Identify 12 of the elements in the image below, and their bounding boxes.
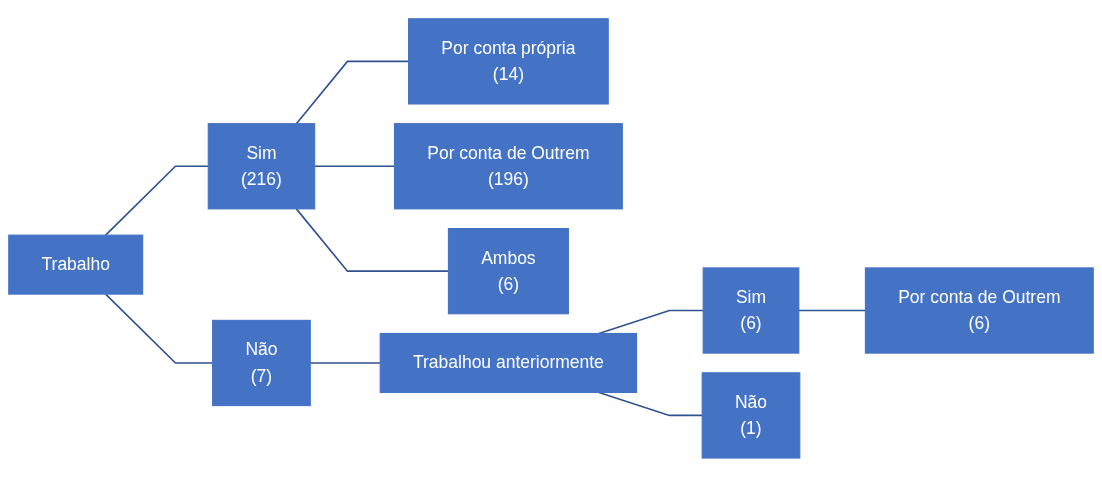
node-box: Trabalhou anteriormente bbox=[379, 333, 638, 394]
connector bbox=[598, 309, 704, 335]
node-box: Por conta própria (14) bbox=[408, 18, 609, 105]
node-box: Trabalho bbox=[8, 234, 144, 295]
node-box: Sim (6) bbox=[702, 267, 800, 354]
node-box: Ambos (6) bbox=[447, 228, 569, 315]
node-box: Por conta de Outrem (6) bbox=[864, 267, 1094, 354]
node-box: Não (7) bbox=[212, 319, 311, 407]
node-box: Por conta de Outrem (196) bbox=[393, 123, 623, 210]
connector bbox=[598, 391, 703, 417]
node-box: Não (1) bbox=[701, 372, 801, 459]
node-box: Sim (216) bbox=[207, 123, 316, 210]
